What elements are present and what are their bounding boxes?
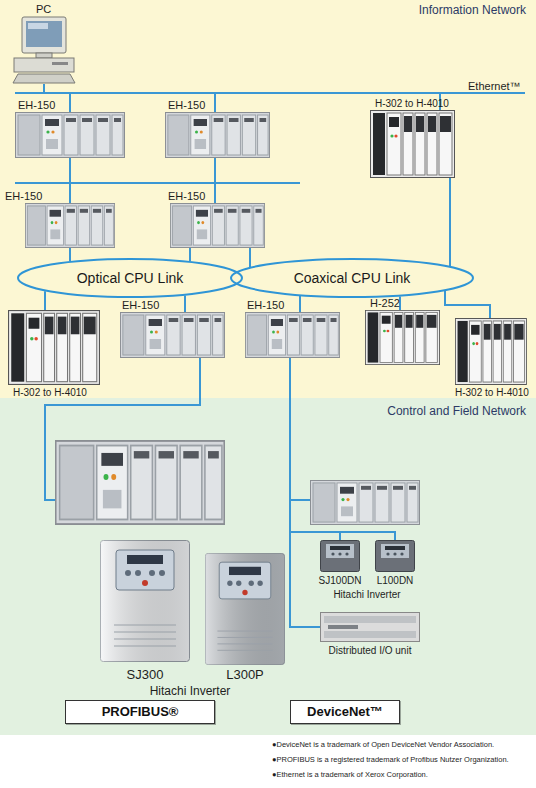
trademark-note: ●Ethernet is a trademark of Xerox Corpor… (272, 770, 428, 780)
plc-illustration (16, 113, 125, 158)
link-label: Coaxical CPU Link (230, 270, 474, 286)
device-label: EH-150 (168, 190, 205, 202)
io-unit-node: Distributed I/O unit (320, 612, 420, 642)
device-label: L300P (226, 668, 264, 682)
inverter-illustration (321, 541, 360, 572)
inverter-node: SJ300 (100, 540, 190, 662)
group-label: Hitachi Inverter (150, 684, 231, 698)
bus-drop (43, 84, 45, 93)
device-label: H-302 to H-4010 (13, 387, 87, 398)
device-label: Distributed I/O unit (329, 645, 412, 656)
device-label: EH-150 (18, 99, 55, 111)
plc-node: EH-150 (170, 203, 265, 248)
link-cable (290, 358, 320, 627)
link-cable (290, 358, 395, 540)
network-band: PCEH-150EH-150H-302 to H-4010EH-150EH-15… (0, 0, 536, 398)
inverter-illustration (101, 541, 190, 662)
plc-illustration (170, 203, 264, 247)
ethernet-bus (15, 92, 525, 94)
devicenet-wire (290, 499, 310, 501)
band-label: Information Network (419, 3, 526, 17)
plc-node: EH-150 (120, 312, 225, 358)
link-cable (69, 248, 71, 261)
device-label: EH-150 (168, 99, 205, 111)
plc-illustration (455, 318, 526, 384)
field-rack (311, 480, 420, 524)
ellipse-outline (231, 259, 473, 297)
link-cable (189, 248, 191, 261)
field-rack (56, 441, 224, 524)
lower-bus (15, 182, 300, 184)
plc-node: EH-150 (15, 112, 125, 158)
trademark-note: ●DeviceNet is a trademark of Open Device… (272, 740, 494, 750)
plc-illustration (371, 111, 455, 178)
plc-illustration (9, 311, 100, 385)
plc-node: EH-150 (245, 312, 340, 358)
pc-node: PC (12, 16, 76, 84)
link-cable (249, 248, 251, 267)
bus-drop (214, 158, 216, 203)
device-label: SJ100DN (319, 575, 362, 586)
device-label: H-252 (370, 297, 400, 309)
link-label: Optical CPU Link (17, 270, 243, 286)
io-unit-illustration (321, 613, 420, 642)
inverter-node: L100DN (375, 540, 415, 572)
band-label: Control and Field Network (387, 404, 526, 418)
device-label: EH-150 (247, 299, 284, 311)
link-cable (290, 358, 340, 540)
bus-label: Ethernet™ (468, 80, 521, 93)
device-label: EH-150 (122, 299, 159, 311)
bus-drop (69, 158, 71, 203)
fieldbus-box: PROFIBUS® (65, 700, 215, 724)
fieldbus-box: DeviceNet™ (290, 700, 400, 724)
plc-node: H-302 to H-4010 (370, 110, 455, 178)
fieldbus-label: DeviceNet™ (291, 704, 399, 720)
link-cable (399, 296, 401, 310)
inverter-illustration (205, 553, 284, 664)
plc-node: EH-150 (165, 112, 270, 158)
plc-illustration (25, 203, 114, 247)
inverter-node: SJ100DN (320, 540, 360, 572)
plc-illustration (365, 310, 439, 364)
device-label: L100DN (377, 575, 414, 586)
fieldbus-label: PROFIBUS® (66, 704, 214, 720)
network-band: SJ300L300PSJ100DNL100DNDistributed I/O u… (0, 398, 536, 735)
bus-drop (69, 93, 71, 112)
plc-node: H-252 (365, 310, 440, 365)
cpu-link-ellipse: Optical CPU Link (17, 258, 243, 298)
plc-illustration (165, 113, 269, 158)
ellipse-outline (18, 259, 242, 297)
inverter-illustration (376, 541, 415, 572)
link-cable (184, 295, 186, 312)
plc-node: H-302 to H-4010 (8, 310, 100, 385)
link-cable (299, 296, 301, 312)
link-cable (44, 291, 46, 310)
plc-illustration (120, 313, 224, 358)
link-cable (449, 178, 451, 266)
cpu-link-ellipse: Coaxical CPU Link (230, 258, 474, 298)
bus-drop (214, 93, 216, 112)
profibus-wire (45, 358, 200, 500)
group-label: Hitachi Inverter (333, 589, 400, 601)
device-label: PC (36, 3, 51, 15)
trademark-note: ●PROFIBUS is a registered trademark of P… (272, 755, 509, 765)
bus-drop (439, 93, 441, 110)
plc-node: H-302 to H-4010 (455, 318, 527, 385)
link-cable (445, 291, 490, 318)
device-label: H-302 to H-4010 (455, 387, 529, 398)
device-label: SJ300 (127, 668, 164, 682)
inverter-node: L300P (205, 553, 285, 665)
device-label: EH-150 (5, 190, 42, 202)
plc-node: EH-150 (25, 203, 115, 248)
plc-illustration (245, 313, 339, 358)
device-label: H-302 to H-4010 (375, 98, 449, 109)
pc-illustration (13, 17, 75, 83)
